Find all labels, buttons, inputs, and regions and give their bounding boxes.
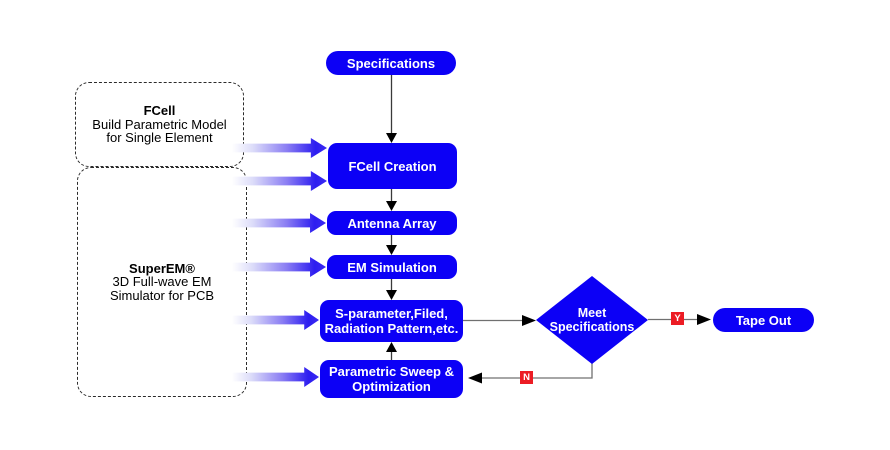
node-specifications-label: Specifications — [346, 55, 436, 71]
panel-fcell-line: Build Parametric Model — [92, 116, 227, 132]
node-em-simulation-label: EM Simulation — [347, 259, 437, 275]
branch-label-yes: Y — [671, 312, 684, 325]
node-tape-out-label: Tape Out — [735, 312, 792, 328]
node-parametric-sweep-line: Parametric Sweep & — [328, 364, 454, 379]
node-parametric-sweep-line: Optimization — [352, 379, 431, 394]
connector-decision-to-sweep — [481, 363, 593, 379]
node-antenna-array-label: Antenna Array — [347, 215, 437, 231]
node-parametric-sweep: Parametric Sweep & Optimization — [320, 360, 463, 398]
arrowhead-down-icon — [386, 201, 397, 211]
panel-fcell-title: FCell — [143, 103, 176, 119]
arrowhead-left-icon — [468, 372, 482, 384]
branch-label-no: N — [520, 371, 533, 384]
arrowhead-down-icon — [386, 133, 397, 143]
node-s-parameter-line: Radiation Pattern,etc. — [324, 321, 459, 336]
panel-fcell-line: for Single Element — [106, 130, 213, 146]
node-specifications: Specifications — [326, 51, 456, 75]
node-fcell-creation-label: FCell Creation — [348, 158, 437, 174]
arrowhead-up-icon — [386, 342, 397, 352]
panel-superem: SuperEM® 3D Full-wave EM Simulator for P… — [77, 167, 247, 397]
panel-superem-line: 3D Full-wave EM — [112, 274, 212, 290]
panel-superem-title: SuperEM® — [129, 260, 195, 276]
node-s-parameter: S-parameter,Filed, Radiation Pattern,etc… — [320, 300, 463, 342]
panel-superem-line: Simulator for PCB — [109, 287, 215, 303]
node-decision-line: Specifications — [549, 320, 635, 334]
arrowhead-right-icon — [697, 314, 711, 325]
arrowhead-down-icon — [386, 290, 397, 300]
arrowhead-down-icon — [386, 245, 397, 255]
arrowhead-right-icon — [522, 315, 536, 326]
node-decision-line: Meet — [577, 306, 607, 320]
node-tape-out: Tape Out — [713, 308, 814, 332]
node-s-parameter-line: S-parameter,Filed, — [335, 306, 448, 321]
node-em-simulation: EM Simulation — [327, 255, 457, 279]
node-fcell-creation: FCell Creation — [328, 143, 457, 189]
panel-fcell: FCell Build Parametric Model for Single … — [75, 82, 244, 167]
node-antenna-array: Antenna Array — [327, 211, 457, 235]
